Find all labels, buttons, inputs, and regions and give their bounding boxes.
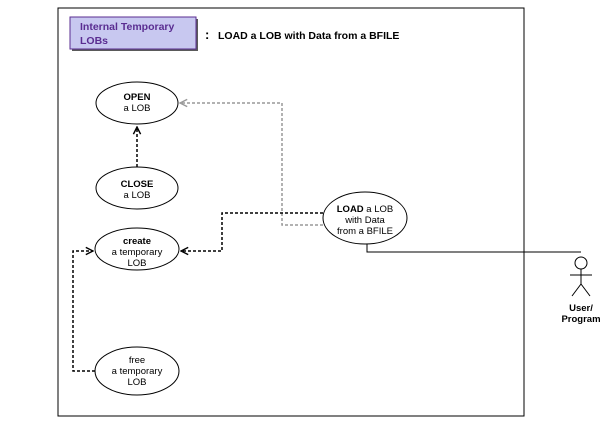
title-separator: : xyxy=(205,27,209,42)
free-label-2: a temporary xyxy=(112,366,163,377)
arrow-free-to-create xyxy=(72,251,95,372)
create-label-3: LOB xyxy=(127,258,146,269)
arrow-load-to-create xyxy=(181,212,323,251)
use-case-load-lob-from-bfile: LOAD a LOB with Data from a BFILE xyxy=(322,191,408,245)
actor-label-2: Program xyxy=(561,314,600,325)
user-program-actor-icon xyxy=(570,256,592,297)
free-label-1: free xyxy=(129,355,145,366)
load-label-2: with Data xyxy=(344,215,385,226)
close-label-1: CLOSE xyxy=(121,179,154,190)
use-case-create-temporary-lob: create a temporary LOB xyxy=(94,227,180,271)
free-label-3: LOB xyxy=(127,377,146,388)
actor-association-line xyxy=(366,244,581,253)
use-case-open-lob: OPEN a LOB xyxy=(95,81,179,125)
load-label-1-rest: a LOB xyxy=(364,204,394,215)
optional-arrow-to-open xyxy=(180,103,323,226)
close-label-2: a LOB xyxy=(124,190,151,201)
badge-line-1: Internal Temporary xyxy=(80,21,174,33)
create-label-2: a temporary xyxy=(112,247,163,258)
create-label-1: create xyxy=(123,236,151,247)
load-label-1: LOAD a LOB xyxy=(337,204,394,215)
category-badge: Internal Temporary LOBs xyxy=(69,16,198,51)
load-label-3: from a BFILE xyxy=(337,226,393,237)
page-title: LOAD a LOB with Data from a BFILE xyxy=(218,30,399,42)
badge-line-2: LOBs xyxy=(80,35,108,47)
open-label-2: a LOB xyxy=(124,103,151,114)
use-case-close-lob: CLOSE a LOB xyxy=(95,166,179,210)
diagram-frame xyxy=(57,7,525,417)
load-label-1-strong: LOAD xyxy=(337,204,364,215)
actor-label-1: User/ xyxy=(569,303,593,314)
use-case-free-temporary-lob: free a temporary LOB xyxy=(94,346,180,396)
open-label-1: OPEN xyxy=(124,92,151,103)
